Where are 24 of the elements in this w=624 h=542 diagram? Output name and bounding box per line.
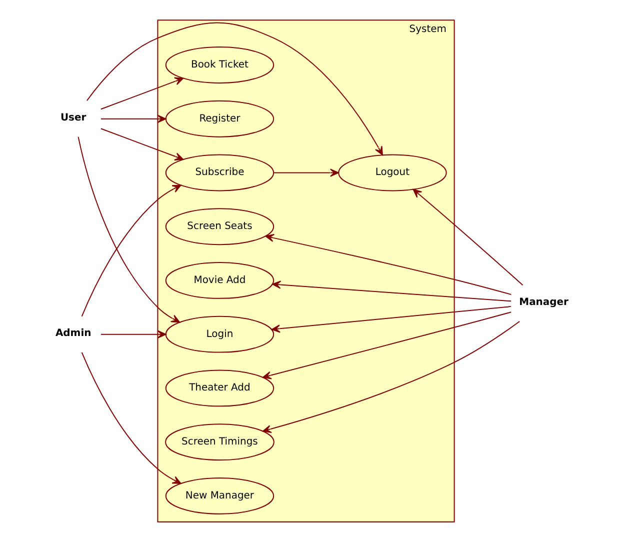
arrow <box>81 184 182 317</box>
arrow <box>262 320 520 434</box>
arrow <box>273 168 339 177</box>
node-ellipse: Logout <box>338 154 447 192</box>
node-ellipse: Register <box>165 100 274 138</box>
arrow <box>265 234 512 295</box>
node-ellipse: New Manager <box>165 478 274 514</box>
arrow <box>271 306 512 333</box>
node-text: User <box>60 112 86 124</box>
arrow <box>100 330 166 338</box>
node-text: Admin <box>55 328 92 339</box>
arrow <box>412 188 524 286</box>
arrow <box>100 114 166 123</box>
arrow <box>86 22 383 156</box>
arrow <box>81 352 182 484</box>
node-text: Manager <box>519 296 568 308</box>
node-ellipse: Book Ticket <box>165 46 274 84</box>
arrow <box>100 128 184 160</box>
arrow <box>272 280 512 302</box>
arrow <box>262 312 512 380</box>
arrow <box>100 77 184 110</box>
node-ellipse: Movie Add <box>165 262 274 299</box>
node-ellipse: Subscribe <box>165 154 274 192</box>
arrow <box>78 136 180 323</box>
